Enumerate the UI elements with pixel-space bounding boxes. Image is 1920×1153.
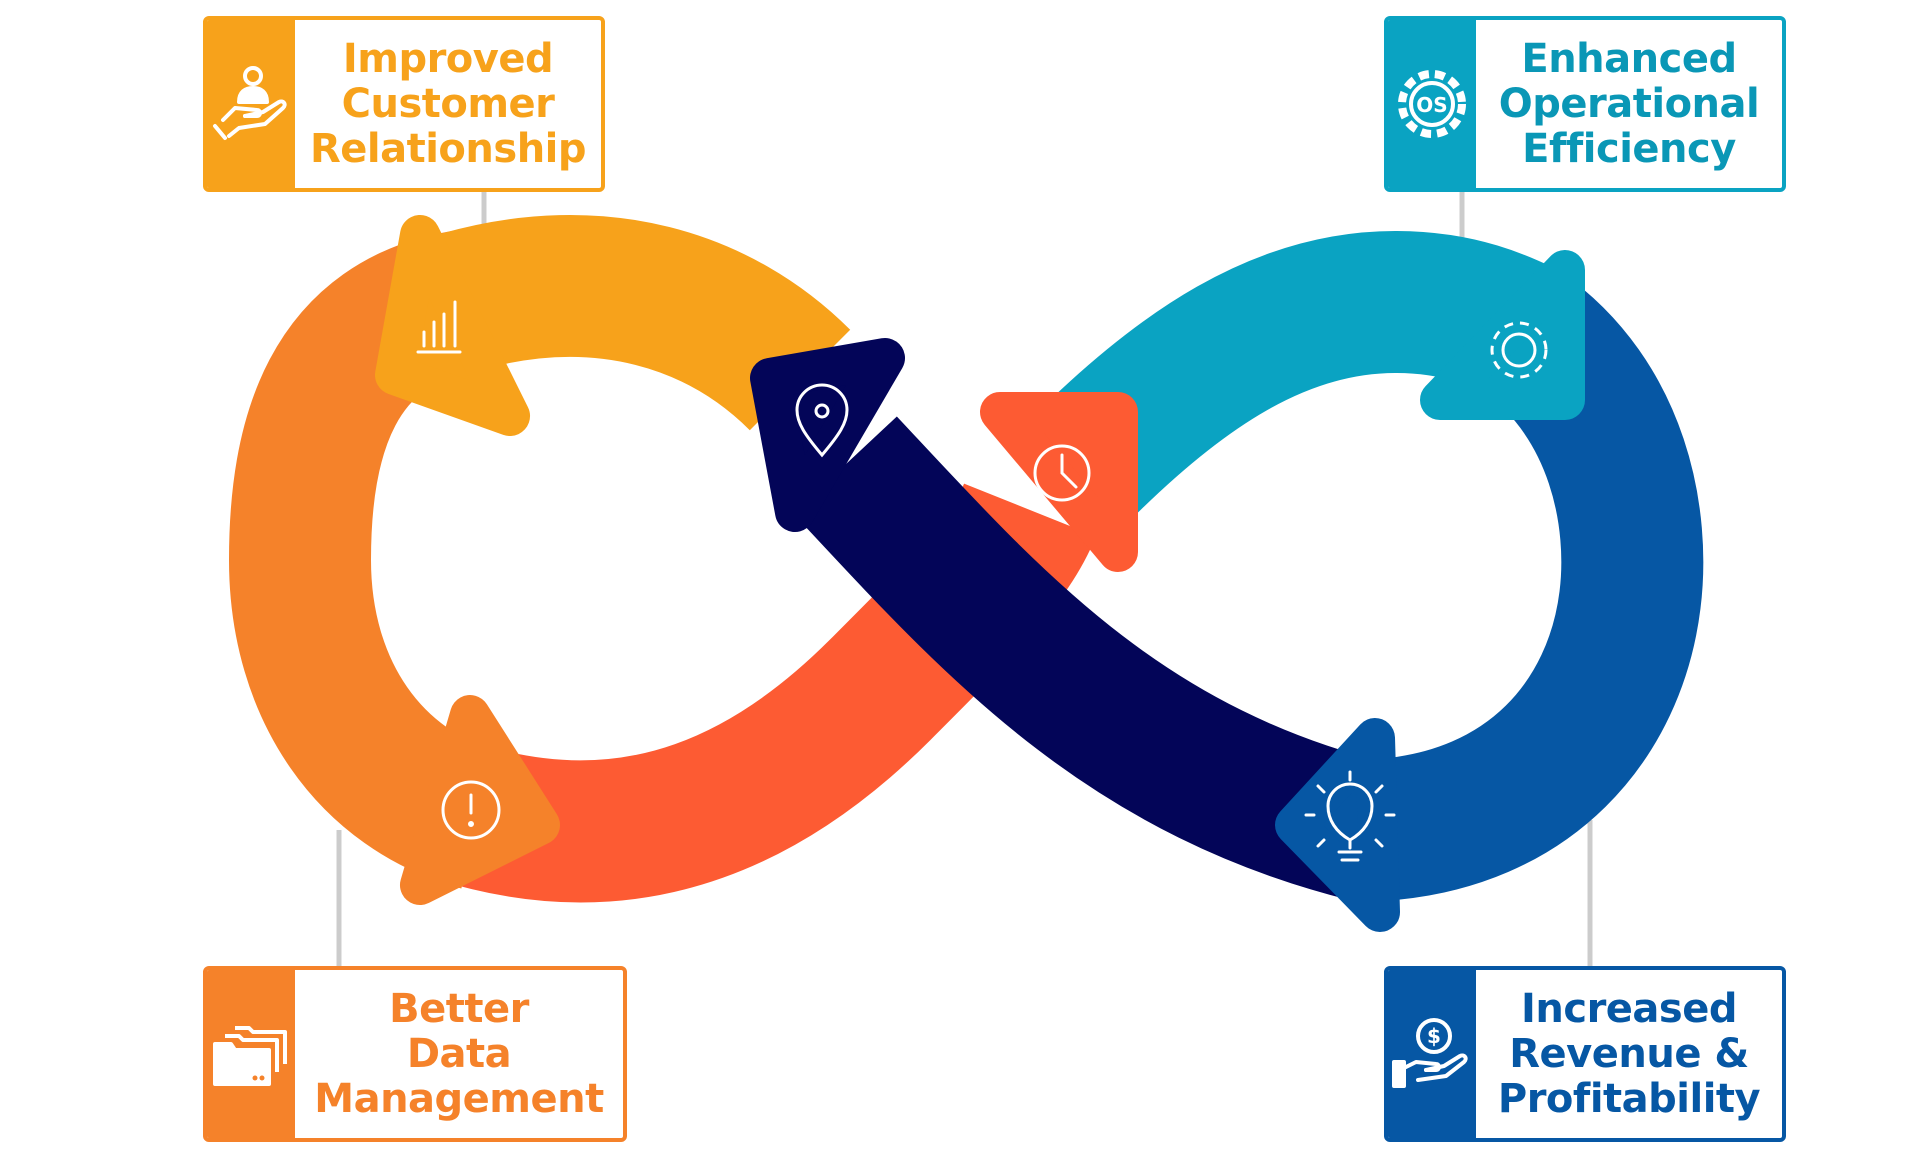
card-increased-revenue-profitability: $ Increased Revenue & Profitability	[1384, 966, 1786, 1142]
card-icon-block	[207, 970, 295, 1138]
card-label-line: Management	[314, 1075, 604, 1122]
card-label-line: Improved	[342, 35, 554, 82]
card-better-data-management: Better Data Management	[203, 966, 627, 1142]
arrowhead-red	[980, 392, 1138, 572]
arrowhead-yellow	[375, 215, 530, 436]
card-label-line: Enhanced	[1521, 35, 1737, 82]
loop-segment-teal	[1029, 230, 1572, 521]
arrowhead-teal	[1420, 250, 1585, 420]
lightbulb-icon	[1304, 770, 1396, 862]
gear-icon	[1490, 321, 1548, 379]
card-label-line: Operational	[1498, 80, 1760, 127]
card-label-line: Customer	[341, 80, 555, 127]
clock-icon	[1033, 444, 1091, 502]
hand-holding-person-icon	[213, 66, 287, 140]
card-label-line: Data	[406, 1030, 512, 1077]
card-icon-block	[207, 20, 295, 188]
folders-icon	[213, 1026, 287, 1086]
card-icon-block: OS	[1388, 20, 1476, 188]
card-label-line: Relationship	[309, 125, 587, 172]
card-icon-block: $	[1388, 970, 1476, 1138]
card-label-line: Profitability	[1497, 1075, 1761, 1122]
arrowhead-blue	[1275, 718, 1400, 932]
loop-segment-blue	[1373, 271, 1704, 901]
card-label-line: Efficiency	[1522, 125, 1736, 172]
os-gear-icon-text: OS	[1416, 93, 1447, 117]
card-label-line: Better	[389, 985, 529, 1032]
card-label-line: Revenue &	[1509, 1030, 1749, 1077]
dollar-sign-icon-text: $	[1427, 1024, 1441, 1048]
card-label: Improved Customer Relationship	[295, 20, 601, 188]
loop-segment-orange	[228, 229, 501, 889]
card-label: Increased Revenue & Profitability	[1476, 970, 1782, 1138]
loop-segment-yellow	[440, 215, 851, 432]
card-enhanced-operational-efficiency: OS Enhanced Operational Efficiency	[1384, 16, 1786, 192]
os-gear-icon: OS	[1398, 70, 1466, 138]
card-improved-customer-relationship: Improved Customer Relationship	[203, 16, 605, 192]
hand-holding-dollar-icon: $	[1392, 1018, 1468, 1088]
card-label: Enhanced Operational Efficiency	[1476, 20, 1782, 188]
location-pin-icon	[795, 383, 849, 458]
bar-chart-icon	[416, 300, 462, 354]
card-label: Better Data Management	[295, 970, 623, 1138]
loop-segment-navy	[793, 416, 1388, 901]
alert-icon	[441, 780, 501, 840]
card-label-line: Increased	[1521, 985, 1738, 1032]
arrowhead-navy	[750, 338, 905, 532]
